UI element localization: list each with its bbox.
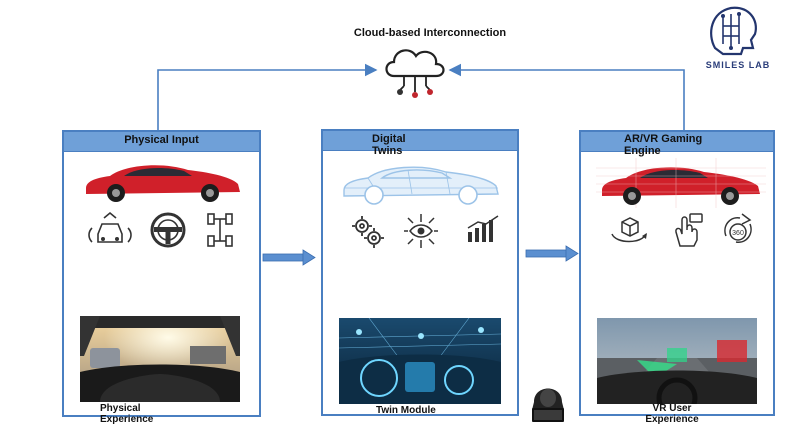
analytics-chart-icon — [467, 215, 499, 242]
view-360-icon: 360 — [724, 213, 752, 243]
vr-driving-photo — [597, 318, 757, 404]
right-cloud-link — [448, 63, 685, 130]
vehicle-sensors-icon — [88, 211, 132, 243]
panel-title-physical-input: Physical Input — [124, 134, 199, 146]
red-car-image — [86, 165, 240, 202]
arrow-physical-to-twin — [262, 249, 316, 266]
drivetrain-icon — [207, 213, 233, 247]
arrow-twin-to-vr — [525, 245, 579, 262]
cloud-title: Cloud-based Interconnection — [353, 27, 507, 39]
caption-physical-experience: Physical Experience — [100, 403, 154, 425]
red-car-overlay-image — [596, 158, 766, 208]
svg-text:360: 360 — [732, 230, 744, 237]
lab-name: SMILES LAB — [705, 60, 771, 70]
panel-title-digital-twins: Digital Twins — [372, 133, 406, 157]
rotating-cube-icon — [611, 217, 647, 243]
network-eye-icon — [404, 214, 438, 248]
hand-gesture-icon — [675, 213, 703, 247]
smiles-lab-logo-icon — [710, 6, 757, 56]
panel-header — [323, 131, 517, 151]
cloud-icon — [385, 49, 445, 98]
caption-twin-module: Twin Module — [376, 405, 436, 416]
panel-header — [64, 132, 259, 152]
panel-title-arvr-engine: AR/VR Gaming Engine — [624, 133, 703, 157]
panel-header — [581, 132, 773, 152]
gears-icon — [352, 216, 384, 248]
caption-vr-user-experience: VR User Experience — [645, 403, 699, 425]
wireframe-car-image — [343, 166, 499, 205]
twin-dashboard-photo — [339, 318, 501, 404]
left-cloud-link — [157, 63, 378, 130]
physical-driving-photo — [80, 316, 240, 402]
steering-wheel-icon — [150, 212, 186, 248]
hacker-icon — [532, 388, 564, 422]
